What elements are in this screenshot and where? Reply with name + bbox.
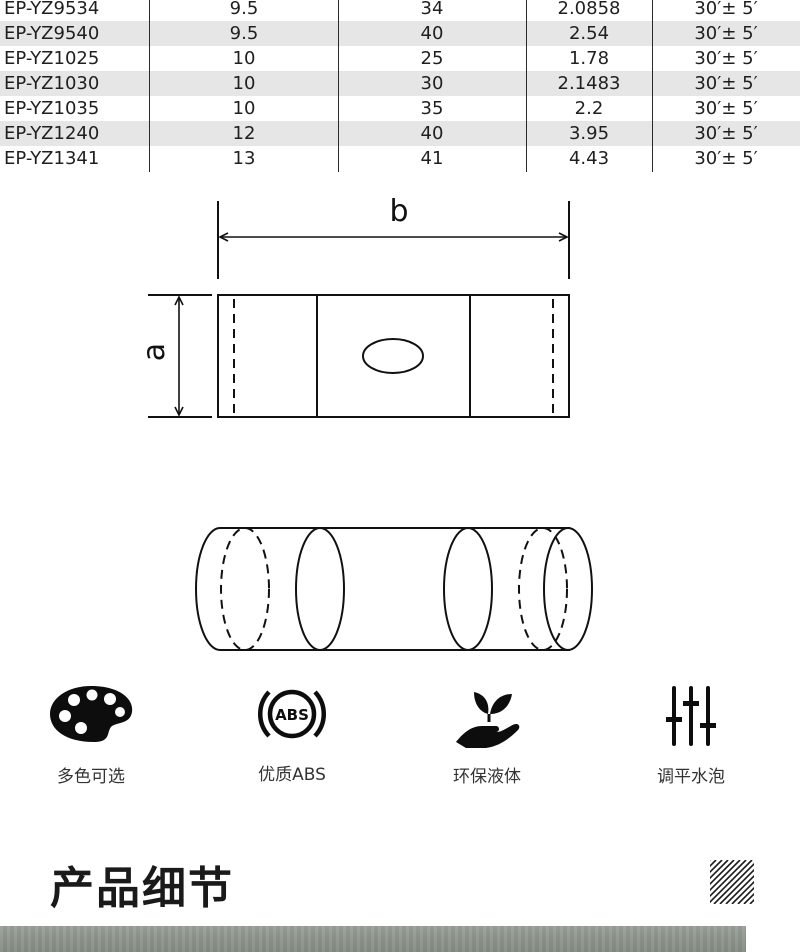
spec-table: EP-YZ9534 9.5 34 2.0858 30′± 5′ EP-YZ954… — [0, 0, 800, 172]
accuracy-cell: 30′± 5′ — [694, 73, 758, 94]
svg-text:ABS: ABS — [275, 706, 309, 724]
feature-label: 优质ABS — [258, 765, 326, 785]
model-cell: EP-YZ9540 — [4, 23, 100, 44]
feature-leveling-bubble: 调平水泡 — [606, 684, 776, 787]
model-cell: EP-YZ1025 — [4, 48, 100, 69]
length-cell: 30 — [420, 73, 444, 94]
length-cell: 34 — [420, 0, 444, 19]
dimension-label-a: a — [140, 343, 172, 361]
length-cell: 35 — [420, 98, 444, 119]
table-row: EP-YZ1341 13 41 4.43 30′± 5′ — [0, 146, 800, 171]
length-cell: 25 — [420, 48, 444, 69]
weight-cell: 2.54 — [568, 23, 610, 44]
weight-cell: 2.0858 — [557, 0, 621, 19]
accuracy-cell: 30′± 5′ — [694, 123, 758, 144]
leaf-hand-icon — [456, 692, 520, 748]
cylinder-drawing — [195, 527, 593, 651]
feature-label: 多色可选 — [57, 767, 125, 787]
feature-multicolor: 多色可选 — [6, 684, 176, 787]
length-cell: 41 — [420, 148, 444, 169]
model-cell: EP-YZ1035 — [4, 98, 100, 119]
accuracy-cell: 30′± 5′ — [694, 98, 758, 119]
table-row: EP-YZ1025 10 25 1.78 30′± 5′ — [0, 46, 800, 71]
accuracy-cell: 30′± 5′ — [694, 0, 758, 19]
feature-abs: ABS 优质ABS — [207, 682, 377, 785]
dimension-label-b: b — [389, 195, 408, 229]
dimension-drawing: b a — [140, 195, 570, 418]
accuracy-cell: 30′± 5′ — [694, 48, 758, 69]
column-divider — [338, 0, 339, 172]
model-cell: EP-YZ9534 — [4, 0, 100, 19]
abs-badge-icon: ABS — [258, 689, 326, 739]
feature-eco-liquid: 环保液体 — [402, 684, 572, 787]
model-cell: EP-YZ1240 — [4, 123, 100, 144]
diameter-cell: 13 — [232, 148, 256, 169]
table-row: EP-YZ9540 9.5 40 2.54 30′± 5′ — [0, 21, 800, 46]
feature-label: 调平水泡 — [657, 767, 725, 787]
model-cell: EP-YZ1030 — [4, 73, 100, 94]
diameter-cell: 9.5 — [229, 23, 259, 44]
diameter-cell: 12 — [232, 123, 256, 144]
palette-icon — [50, 686, 133, 742]
column-divider — [526, 0, 527, 172]
hatch-pattern-icon — [710, 860, 754, 904]
length-cell: 40 — [420, 123, 444, 144]
weight-cell: 4.43 — [568, 148, 610, 169]
accuracy-cell: 30′± 5′ — [694, 23, 758, 44]
product-photo — [0, 926, 746, 952]
column-divider — [149, 0, 150, 172]
diameter-cell: 10 — [232, 48, 256, 69]
model-cell: EP-YZ1341 — [4, 148, 100, 169]
table-row: EP-YZ1035 10 35 2.2 30′± 5′ — [0, 96, 800, 121]
table-row: EP-YZ1240 12 40 3.95 30′± 5′ — [0, 121, 800, 146]
weight-cell: 1.78 — [568, 48, 610, 69]
diameter-cell: 10 — [232, 98, 256, 119]
table-row: EP-YZ9534 9.5 34 2.0858 30′± 5′ — [0, 0, 800, 21]
section-title: 产品细节 — [50, 863, 234, 914]
weight-cell: 3.95 — [568, 123, 610, 144]
weight-cell: 2.2 — [574, 98, 604, 119]
length-cell: 40 — [420, 23, 444, 44]
table-row: EP-YZ1030 10 30 2.1483 30′± 5′ — [0, 71, 800, 96]
accuracy-cell: 30′± 5′ — [694, 148, 758, 169]
slider-adjust-icon — [666, 686, 716, 746]
weight-cell: 2.1483 — [557, 73, 621, 94]
feature-label: 环保液体 — [453, 767, 521, 787]
diameter-cell: 10 — [232, 73, 256, 94]
column-divider — [652, 0, 653, 172]
diameter-cell: 9.5 — [229, 0, 259, 19]
